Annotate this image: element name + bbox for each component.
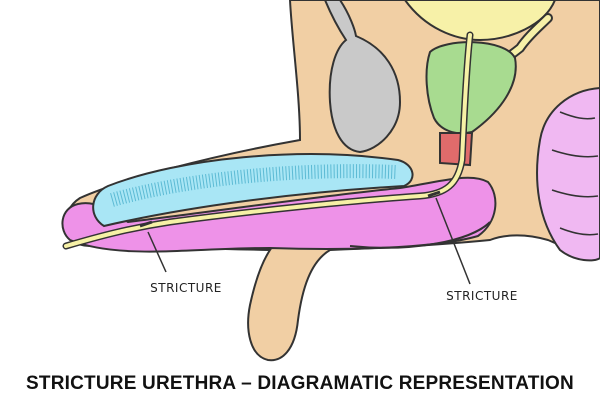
diagram-caption: STRICTURE URETHRA – DIAGRAMATIC REPRESEN… (26, 373, 574, 394)
prostate (425, 41, 517, 135)
stricture-mark-right (427, 190, 441, 198)
label-stricture-right: STRICTURE (446, 289, 518, 303)
leader-line-left (147, 231, 167, 273)
rectum-folds (551, 111, 599, 236)
tunica-line (349, 221, 491, 249)
pubic-bone (323, 0, 402, 154)
rectum (536, 86, 600, 262)
corpus-cavernosum (92, 153, 414, 228)
cavernosum-hatching (110, 164, 397, 207)
leader-line-right (435, 197, 471, 285)
urethral-sphincter (439, 132, 474, 167)
label-stricture-left: STRICTURE (150, 281, 222, 295)
stricture-mark-left (139, 220, 153, 228)
